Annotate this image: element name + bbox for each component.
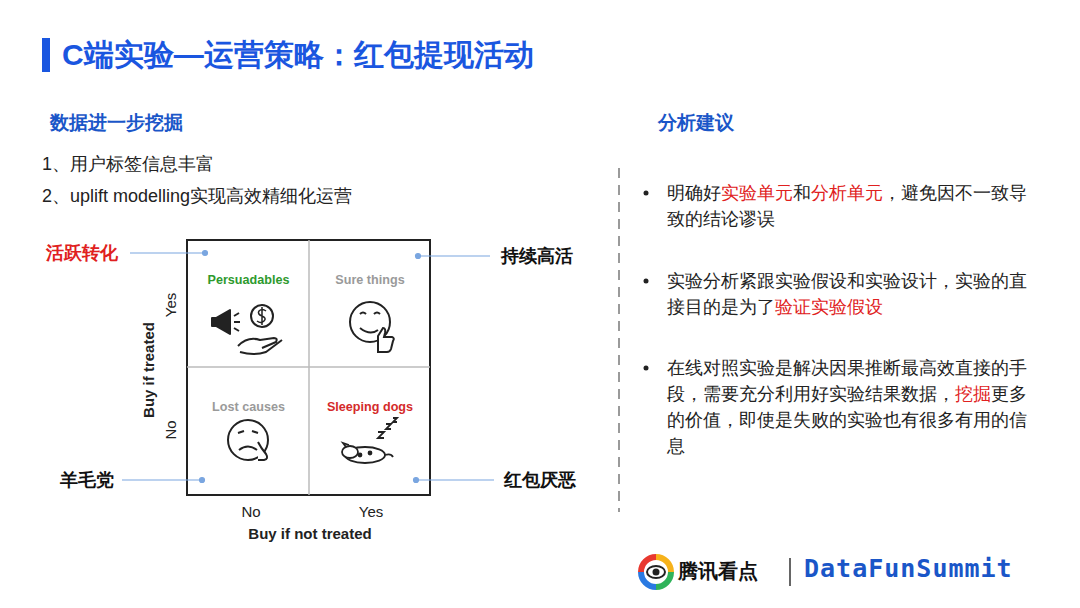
quadrant-label: Sleeping dogs [310, 400, 430, 414]
logo-icon [641, 557, 671, 587]
list-item: 1、用户标签信息丰富 [42, 152, 214, 176]
bullet-dot [644, 279, 649, 284]
callout-label: 持续高活 [501, 244, 573, 268]
brand-name: DataFunSummit [804, 554, 1013, 583]
megaphone-coin-icon [212, 305, 282, 354]
leader-dot [203, 251, 208, 256]
axis-title: Buy if not treated [248, 525, 371, 542]
bullet-paragraph: 明确好实验单元和分析单元，避免因不一致导致的结论谬误 [667, 180, 1039, 232]
dog-spot [369, 452, 372, 455]
leader-line [420, 255, 490, 256]
grid-border [187, 240, 430, 495]
eyes [238, 431, 258, 433]
axis-tick: Yes [359, 503, 383, 520]
axis-tick: Yes [162, 293, 179, 317]
leader-line [418, 479, 494, 480]
dog-ear [343, 443, 349, 447]
footer-separator [789, 558, 791, 586]
logo-pupil [653, 569, 660, 576]
leader-line [130, 252, 203, 253]
sound-line [234, 313, 239, 316]
coin-sign [257, 307, 266, 325]
leader-lines [122, 251, 494, 483]
grid-line [187, 366, 430, 368]
coin [251, 305, 273, 327]
axis-title: Buy if treated [140, 322, 157, 418]
smile [360, 328, 378, 333]
crying-face-icon [228, 420, 268, 460]
sound-line [234, 328, 239, 331]
dog-spot [359, 454, 362, 457]
callout-label: 活跃转化 [46, 241, 118, 265]
callout-label: 羊毛党 [60, 468, 114, 492]
sleep-z [378, 418, 397, 438]
title-bar [42, 38, 50, 72]
callout-label: 红包厌恶 [504, 468, 576, 492]
bullet-paragraph: 实验分析紧跟实验假设和实验设计，实验的直接目的是为了验证实验假设 [667, 268, 1039, 320]
section-heading: 分析建议 [658, 110, 734, 136]
section-heading: 数据进一步挖掘 [50, 110, 183, 136]
highlight-text: 挖掘 [955, 384, 991, 404]
leader-dot [200, 478, 205, 483]
bullet-text: 明确好 [667, 183, 721, 203]
axis-tick: No [241, 503, 260, 520]
dog-head [342, 446, 358, 458]
tissue-hand [258, 442, 267, 460]
leader-dot [414, 478, 419, 483]
divider [618, 168, 620, 512]
megaphone [212, 318, 217, 326]
sound-line [234, 321, 240, 323]
thumb [378, 328, 394, 352]
highlight-text: 验证实验假设 [775, 297, 883, 317]
quadrant-grid [187, 240, 430, 495]
list-item: 2、uplift modelling实现高效精细化运营 [42, 184, 352, 208]
face [228, 420, 268, 460]
highlight-text: 分析单元 [811, 183, 883, 203]
quadrant-label: Persuadables [188, 273, 309, 287]
bullet-paragraph: 在线对照实验是解决因果推断最高效直接的手段，需要充分利用好实验结果数据，挖掘更多… [667, 355, 1039, 459]
hand [238, 338, 282, 354]
quadrant-cell: Lost causes [188, 368, 309, 494]
quadrant-cell: Sure things [310, 241, 430, 367]
smiley-thumb-icon [350, 302, 394, 352]
brand-name: 腾讯看点 [678, 558, 758, 585]
bullet-dot [644, 191, 649, 196]
logo-eye [647, 566, 665, 578]
eyes [360, 313, 380, 315]
dog-tail [385, 454, 393, 457]
megaphone [216, 310, 230, 334]
bullet-text: 和 [793, 183, 811, 203]
slide-title: C端实验—运营策略：红包提现活动 [62, 35, 534, 76]
frown [239, 447, 257, 451]
leader-dot [416, 254, 421, 259]
bullet-dot [644, 366, 649, 371]
axis-tick: No [162, 420, 179, 439]
quadrant-cell: Persuadables [188, 241, 309, 367]
quadrant-label: Lost causes [188, 400, 309, 414]
quadrant-label: Sure things [310, 273, 430, 287]
quadrant-cell: Sleeping dogs [310, 368, 430, 494]
sleeping-dog-icon [342, 418, 397, 463]
bullet-dots [644, 191, 649, 371]
leader-line [122, 479, 200, 480]
highlight-text: 实验单元 [721, 183, 793, 203]
